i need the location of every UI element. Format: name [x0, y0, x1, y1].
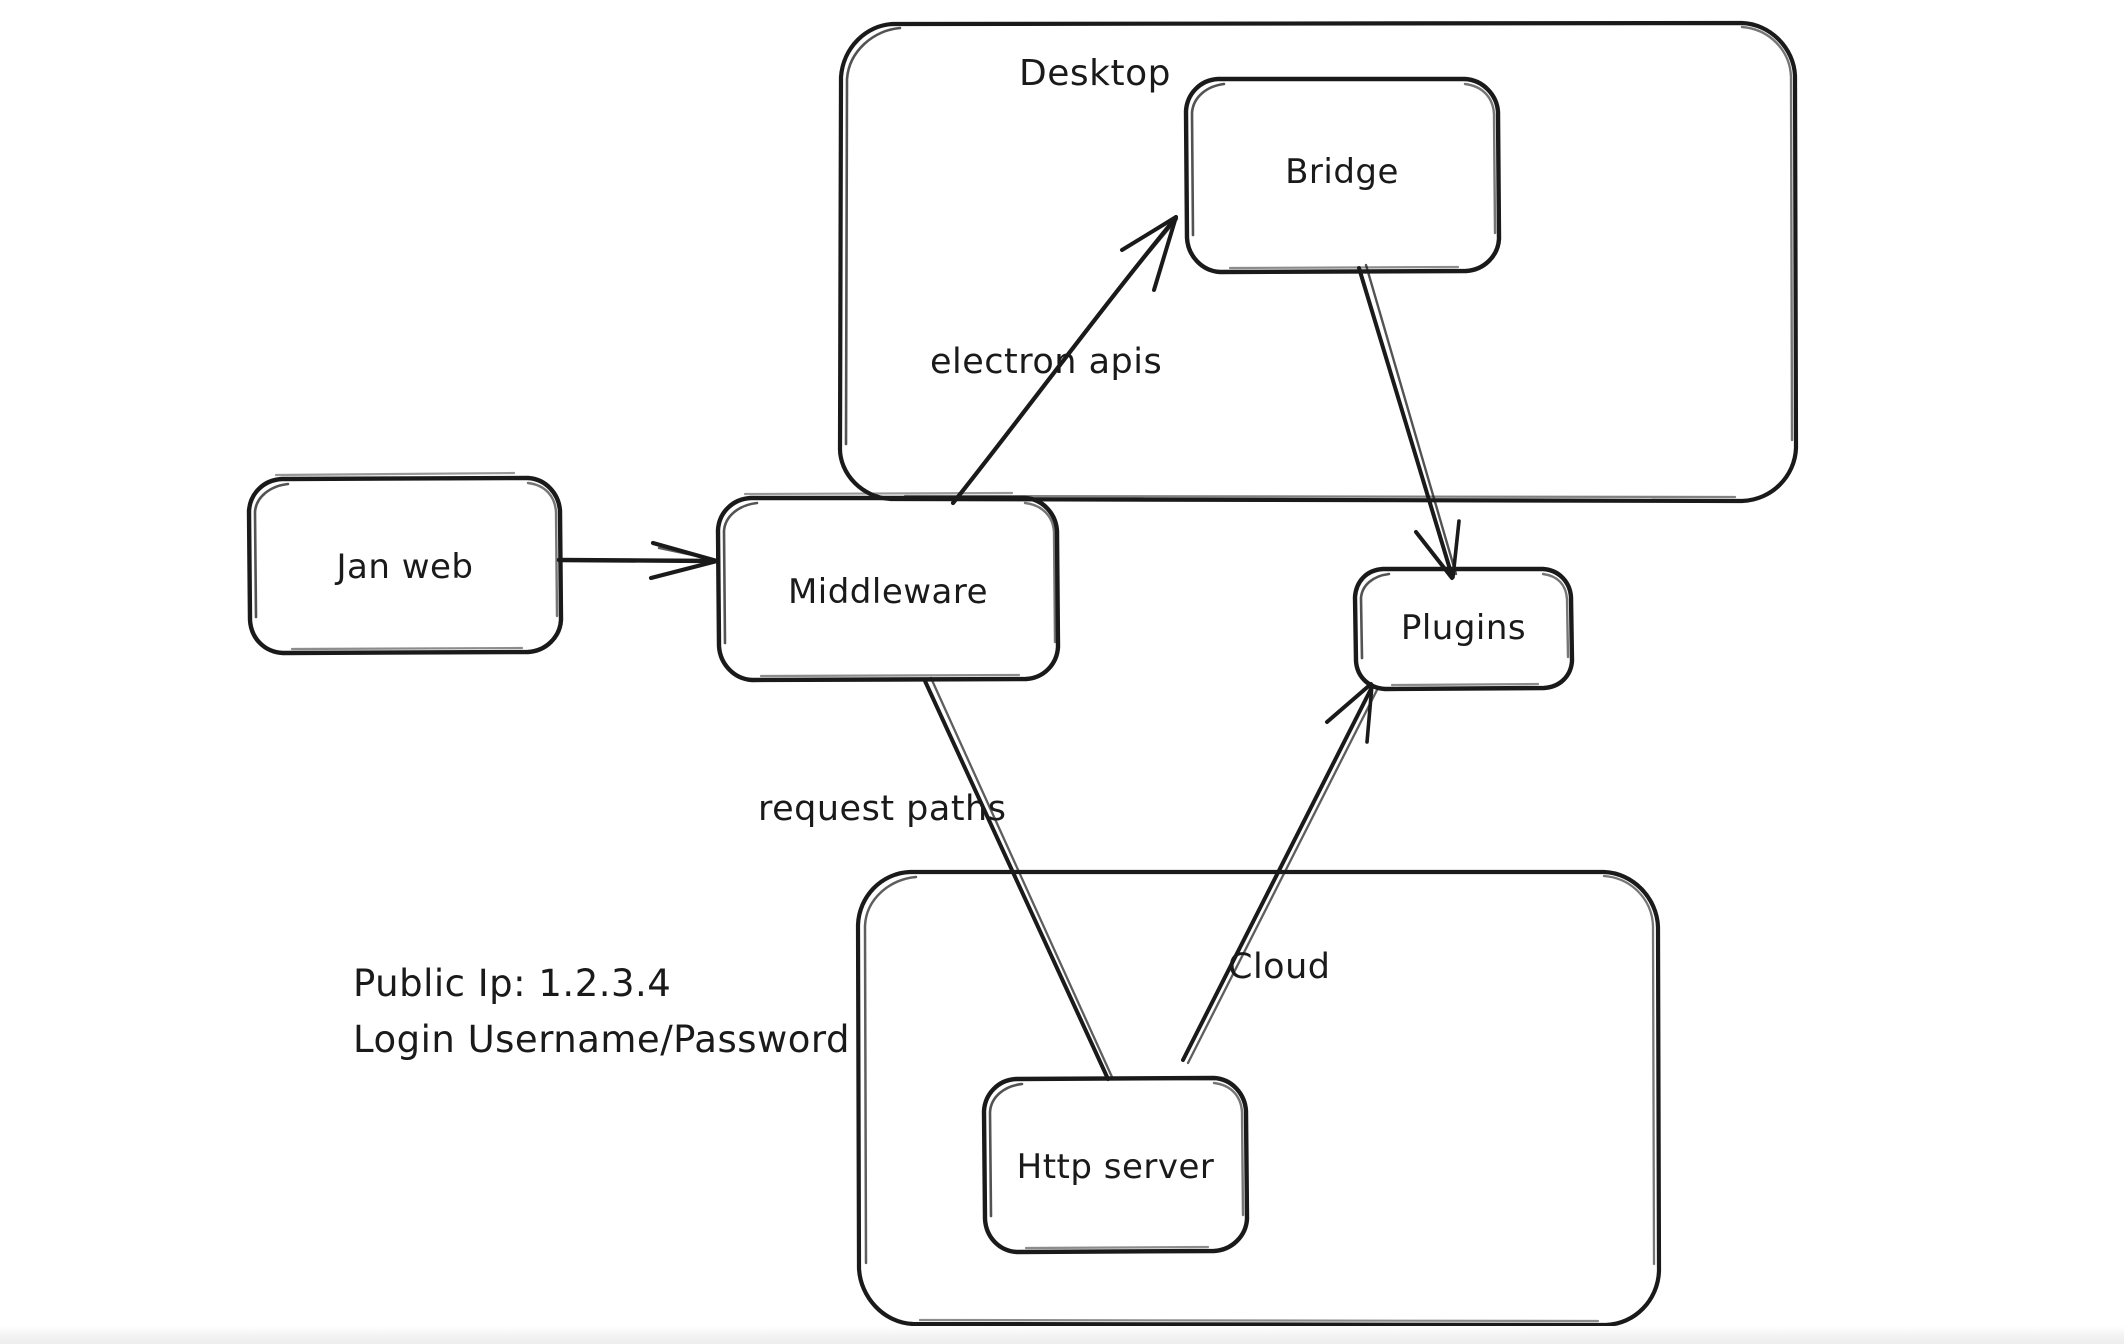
node-middleware-outline: [715, 491, 1061, 683]
bottom-edge-shadow: [0, 1326, 2124, 1344]
edge-middleware-to-http-server: [923, 676, 1114, 1081]
node-jan-web-outline: [246, 471, 564, 656]
group-desktop-outline: [837, 20, 1799, 504]
group-cloud-outline: [855, 869, 1662, 1328]
node-plugins-outline: [1352, 566, 1575, 692]
edge-bridge-to-plugins: [1357, 263, 1461, 580]
edge-http-server-to-plugins: [1181, 682, 1379, 1065]
edge-jan-web-to-middleware: [556, 540, 720, 581]
node-http-server-outline: [981, 1075, 1250, 1255]
node-bridge-outline: [1183, 76, 1502, 275]
edge-middleware-to-bridge: [950, 215, 1179, 506]
